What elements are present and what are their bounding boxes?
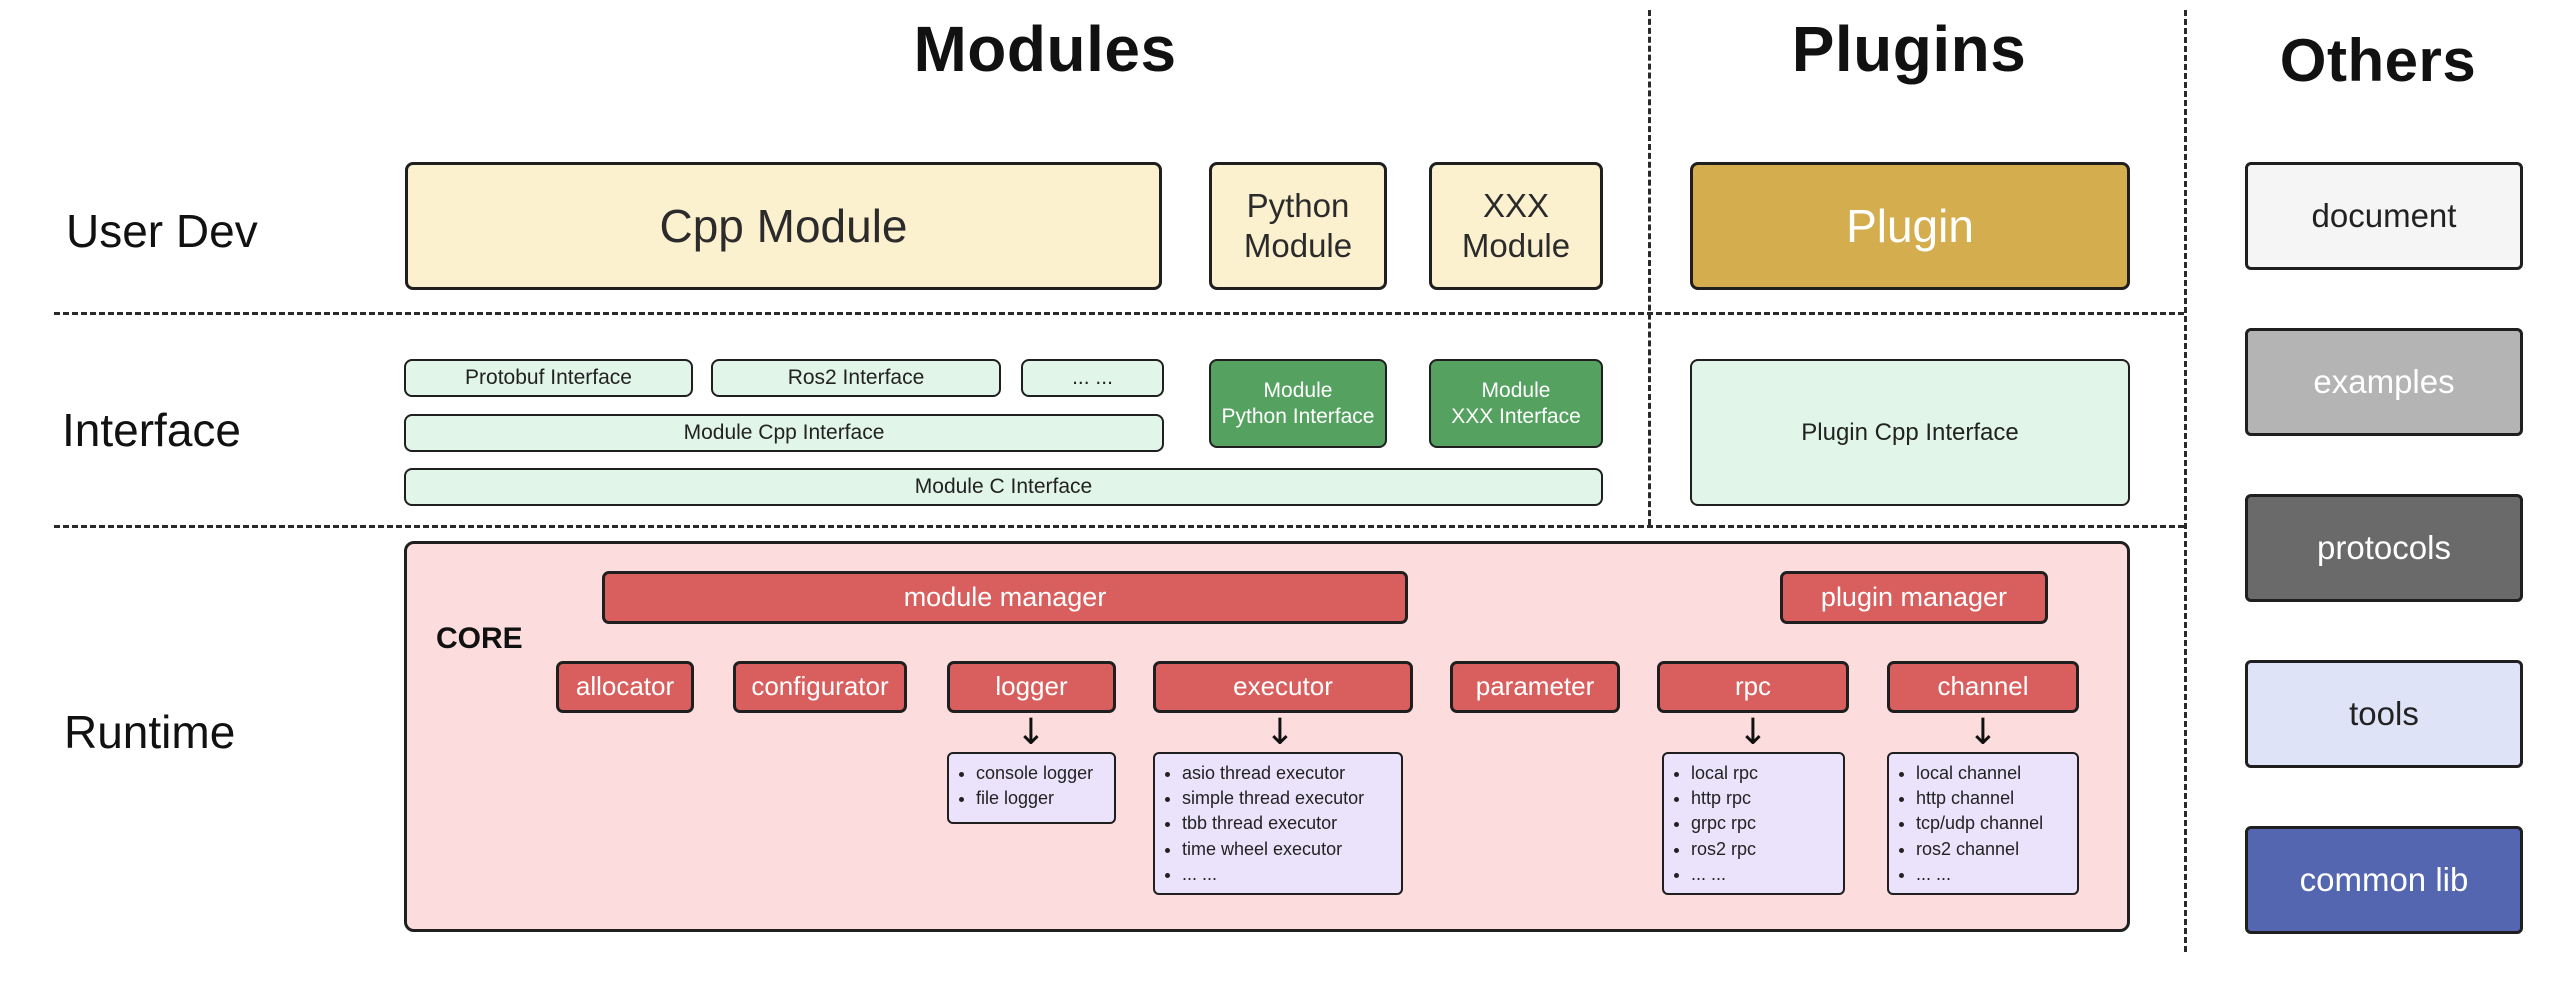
others-tools-box: tools [2245,660,2523,768]
plugin-manager-box: plugin manager [1780,571,2048,624]
plugin-box: Plugin [1690,162,2130,290]
more-interfaces-box: ... ... [1021,359,1164,397]
plugins-others-divider [2184,10,2187,952]
cpp-module-box: Cpp Module [405,162,1162,290]
impl-list-item: ros2 channel [1916,837,2043,862]
impl-list-item: tbb thread executor [1182,811,1364,836]
others-examples-box: examples [2245,328,2523,436]
impl-list-item: http rpc [1691,786,1758,811]
impl-list-item: console logger [976,761,1093,786]
impl-list-item: ros2 rpc [1691,837,1758,862]
plugins-section-title: Plugins [1791,13,2027,85]
ros2-interface-box: Ros2 Interface [711,359,1001,397]
logger-down-arrow-icon: ↓ [1015,712,1047,753]
channel-down-arrow-icon: ↓ [1967,712,1999,753]
module-python-interface-box: Module Python Interface [1209,359,1387,448]
runtime-row-label: Runtime [64,706,236,758]
interface-row-label: Interface [62,404,241,456]
channel-impl-list: local channelhttp channeltcp/udp channel… [1887,752,2079,895]
impl-list-item: tcp/udp channel [1916,811,2043,836]
python-module-box: Python Module [1209,162,1387,290]
modules-section-title: Modules [913,13,1177,85]
channel-box: channel [1887,661,2079,713]
module-manager-box: module manager [602,571,1408,624]
others-common-lib-box: common lib [2245,826,2523,934]
impl-list-item: file logger [976,786,1093,811]
module-c-interface-box: Module C Interface [404,468,1603,506]
modules-plugins-divider [1648,10,1651,525]
impl-list-item: ... ... [1182,862,1364,887]
module-cpp-interface-box: Module Cpp Interface [404,414,1164,452]
others-protocols-box: protocols [2245,494,2523,602]
others-document-box: document [2245,162,2523,270]
channel-impl-items: local channelhttp channeltcp/udp channel… [1889,761,2043,887]
impl-list-item: time wheel executor [1182,837,1364,862]
core-label: CORE [436,622,523,655]
impl-list-item: local rpc [1691,761,1758,786]
logger-impl-list: console loggerfile logger [947,752,1116,824]
others-section-title: Others [2279,27,2477,94]
logger-impl-items: console loggerfile logger [949,761,1093,811]
logger-box: logger [947,661,1116,713]
parameter-box: parameter [1450,661,1620,713]
impl-list-item: grpc rpc [1691,811,1758,836]
executor-box: executor [1153,661,1413,713]
impl-list-item: ... ... [1691,862,1758,887]
executor-impl-items: asio thread executorsimple thread execut… [1155,761,1364,887]
impl-list-item: local channel [1916,761,2043,786]
interface-runtime-divider [54,525,2184,528]
protobuf-interface-box: Protobuf Interface [404,359,693,397]
allocator-box: allocator [556,661,694,713]
rpc-impl-list: local rpchttp rpcgrpc rpcros2 rpc... ... [1662,752,1845,895]
module-xxx-interface-box: Module XXX Interface [1429,359,1603,448]
userdev-interface-divider [54,312,2184,315]
impl-list-item: simple thread executor [1182,786,1364,811]
impl-list-item: asio thread executor [1182,761,1364,786]
rpc-impl-items: local rpchttp rpcgrpc rpcros2 rpc... ... [1664,761,1758,887]
rpc-box: rpc [1657,661,1849,713]
plugin-cpp-interface-box: Plugin Cpp Interface [1690,359,2130,506]
impl-list-item: ... ... [1916,862,2043,887]
executor-impl-list: asio thread executorsimple thread execut… [1153,752,1403,895]
user-dev-row-label: User Dev [66,205,258,257]
configurator-box: configurator [733,661,907,713]
rpc-down-arrow-icon: ↓ [1737,712,1769,753]
xxx-module-box: XXX Module [1429,162,1603,290]
executor-down-arrow-icon: ↓ [1264,712,1296,753]
impl-list-item: http channel [1916,786,2043,811]
